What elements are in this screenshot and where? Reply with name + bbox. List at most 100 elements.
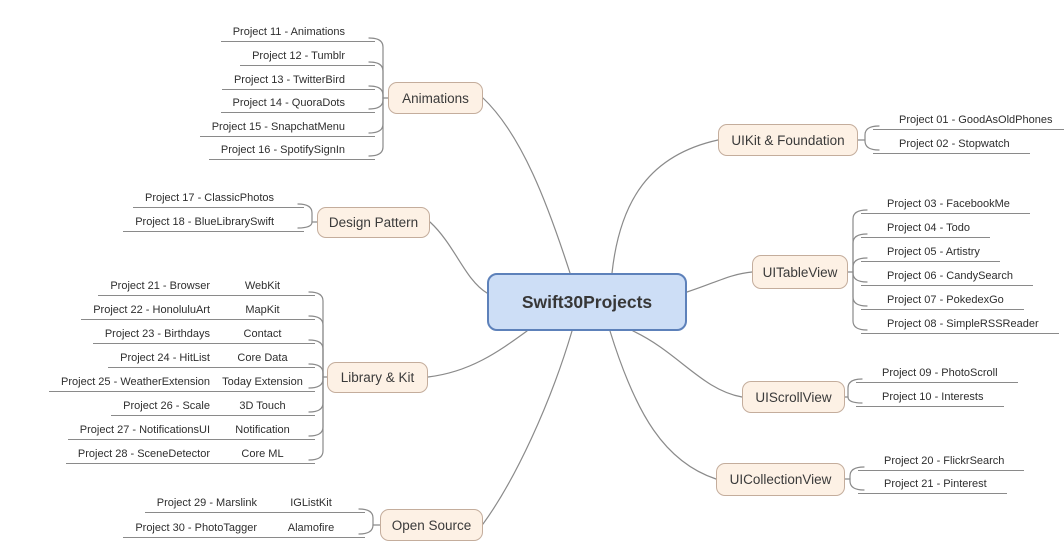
project-label: Project 21 - Pinterest [884, 478, 987, 490]
leaf-row-project-07-pokedexgo[interactable]: Project 07 - PokedexGo [861, 288, 1024, 310]
leaf-row-project-13-twitterbird[interactable]: Project 13 - TwitterBird [221, 68, 375, 90]
connector-line [864, 139, 880, 151]
leaf-row-project-21-pinterest[interactable]: Project 21 - Pinterest [858, 472, 1007, 494]
connector-line [611, 139, 719, 274]
leaf-row-project-22-honoluluart[interactable]: Project 22 - HonoluluArt MapKit [81, 298, 315, 320]
leaf-row-project-21-browser[interactable]: Project 21 - Browser WebKit [98, 274, 315, 296]
project-label: Project 01 - GoodAsOldPhones [899, 114, 1053, 126]
connector-line [368, 85, 384, 99]
kit-label: MapKit [245, 304, 280, 316]
kit-label: Today Extension [222, 376, 303, 388]
project-label: Project 24 - HitList [120, 352, 210, 364]
connector-line [368, 61, 384, 99]
leaf-row-project-15-snapchatmenu[interactable]: Project 15 - SnapchatMenu [199, 115, 375, 137]
project-label: Project 03 - FacebookMe [887, 198, 1010, 210]
connector-line [482, 97, 571, 274]
connector-line [852, 257, 868, 273]
kit-label: Notification [235, 424, 290, 436]
leaf-row-project-24-hitlist[interactable]: Project 24 - HitList Core Data [108, 346, 315, 368]
project-label: Project 26 - Scale [123, 400, 210, 412]
project-label: Project 22 - HonoluluArt [93, 304, 210, 316]
leaf-row-project-26-scale[interactable]: Project 26 - Scale 3D Touch [111, 394, 315, 416]
project-label: Project 28 - SceneDetector [77, 448, 210, 460]
project-label: Project 12 - Tumblr [252, 50, 345, 62]
leaf-row-project-05-artistry[interactable]: Project 05 - Artistry [861, 240, 1000, 262]
project-label: Project 25 - WeatherExtension [61, 376, 210, 388]
project-label: Project 07 - PokedexGo [887, 294, 1004, 306]
kit-label: Core Data [237, 352, 288, 364]
connector-line [427, 330, 528, 378]
project-label: Project 18 - BlueLibrarySwift [135, 216, 274, 228]
center-node[interactable]: Swift30Projects [487, 273, 687, 331]
leaf-row-project-29-marslink[interactable]: Project 29 - Marslink IGListKit [144, 491, 365, 513]
leaf-row-project-08-simplerssreader[interactable]: Project 08 - SimpleRSSReader [861, 312, 1059, 334]
project-label: Project 14 - QuoraDots [232, 97, 346, 109]
connector-line [852, 209, 868, 273]
leaf-row-project-01-goodasoldphones[interactable]: Project 01 - GoodAsOldPhones [873, 108, 1064, 130]
connector-line [849, 466, 865, 480]
project-label: Project 15 - SnapchatMenu [211, 121, 345, 133]
kit-label: Alamofire [287, 522, 335, 534]
branch-node-uikit-foundation[interactable]: UIKit & Foundation [718, 124, 858, 156]
project-label: Project 05 - Artistry [887, 246, 980, 258]
branch-node-design-pattern[interactable]: Design Pattern [317, 207, 430, 238]
project-label: Project 04 - Todo [887, 222, 970, 234]
project-label: Project 29 - Marslink [156, 497, 257, 509]
kit-label: WebKit [244, 280, 281, 292]
kit-label: Core ML [241, 448, 284, 460]
connector-line [429, 221, 488, 294]
leaf-row-project-03-facebookme[interactable]: Project 03 - FacebookMe [861, 192, 1030, 214]
connector-line [849, 478, 865, 491]
connector-line [297, 221, 313, 229]
leaf-row-project-27-notificationsui[interactable]: Project 27 - NotificationsUI Notification [67, 418, 315, 440]
kit-label: 3D Touch [239, 400, 286, 412]
project-label: Project 02 - Stopwatch [899, 138, 1010, 150]
kit-label: IGListKit [290, 497, 332, 509]
connector-line [686, 271, 753, 293]
connector-line [308, 291, 324, 378]
project-label: Project 16 - SpotifySignIn [220, 144, 345, 156]
connector-line [632, 330, 743, 398]
project-label: Project 27 - NotificationsUI [79, 424, 210, 436]
branch-node-open-source[interactable]: Open Source [380, 509, 483, 541]
leaf-row-project-16-spotifysignin[interactable]: Project 16 - SpotifySignIn [208, 138, 375, 160]
connector-line [358, 508, 374, 526]
leaf-row-project-12-tumblr[interactable]: Project 12 - Tumblr [240, 44, 375, 66]
project-label: Project 11 - Animations [232, 26, 345, 38]
leaf-row-project-06-candysearch[interactable]: Project 06 - CandySearch [861, 264, 1033, 286]
project-label: Project 09 - PhotoScroll [882, 367, 998, 379]
leaf-row-project-14-quoradots[interactable]: Project 14 - QuoraDots [220, 91, 375, 113]
project-label: Project 10 - Interests [882, 391, 984, 403]
connector-line [368, 37, 384, 99]
leaf-row-project-20-flickrsearch[interactable]: Project 20 - FlickrSearch [858, 449, 1025, 471]
connector-line [847, 396, 863, 404]
branch-node-animations[interactable]: Animations [388, 82, 483, 114]
leaf-row-project-04-todo[interactable]: Project 04 - Todo [861, 216, 990, 238]
leaf-row-project-10-interests[interactable]: Project 10 - Interests [856, 385, 1004, 407]
leaf-row-project-09-photoscroll[interactable]: Project 09 - PhotoScroll [856, 361, 1018, 383]
connector-line [308, 315, 324, 378]
connector-line [368, 97, 384, 157]
branch-node-uiscrollview[interactable]: UIScrollView [742, 381, 845, 413]
connector-line [308, 339, 324, 378]
branch-node-uitableview[interactable]: UITableView [752, 255, 848, 289]
leaf-row-project-25-weatherextension[interactable]: Project 25 - WeatherExtension Today Exten… [49, 370, 315, 392]
kit-label: Contact [243, 328, 282, 340]
project-label: Project 20 - FlickrSearch [884, 455, 1005, 467]
leaf-row-project-02-stopwatch[interactable]: Project 02 - Stopwatch [873, 132, 1030, 154]
connector-line [847, 378, 863, 398]
project-label: Project 21 - Browser [110, 280, 210, 292]
connector-line [308, 363, 324, 378]
leaf-row-project-17-classicphotos[interactable]: Project 17 - ClassicPhotos [133, 186, 304, 208]
connector-line [297, 203, 313, 223]
leaf-row-project-11-animations[interactable]: Project 11 - Animations [220, 20, 375, 42]
branch-node-uicollectionview[interactable]: UICollectionView [716, 463, 845, 496]
connector-line [852, 271, 868, 331]
leaf-row-project-18-bluelibraryswift[interactable]: Project 18 - BlueLibrarySwift [123, 210, 304, 232]
leaf-row-project-28-scenedetector[interactable]: Project 28 - SceneDetector Core ML [65, 442, 315, 464]
connector-line [864, 125, 880, 141]
branch-node-library-kit[interactable]: Library & Kit [327, 362, 428, 393]
